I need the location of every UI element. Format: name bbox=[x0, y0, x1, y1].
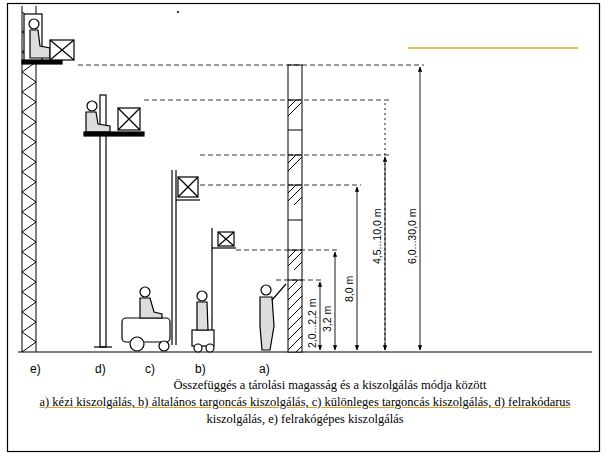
dimension-text: 8,0 m bbox=[343, 276, 355, 302]
figure-label: e) bbox=[30, 362, 41, 376]
crane-mast bbox=[94, 346, 112, 347]
accent-line bbox=[408, 48, 578, 49]
accent-line bbox=[408, 47, 578, 49]
operator-d bbox=[84, 101, 144, 136]
operator-d bbox=[118, 108, 140, 130]
storage-column bbox=[288, 130, 302, 131]
storage-column bbox=[288, 185, 302, 205]
worker-a bbox=[260, 297, 274, 350]
forklift-c bbox=[178, 177, 198, 197]
caption: Összefüggés a tárolási magasság és a kis… bbox=[110, 378, 550, 393]
figure-label: a) bbox=[259, 362, 270, 376]
forklift-c bbox=[178, 177, 198, 197]
forklift-b bbox=[218, 232, 234, 246]
operator-e bbox=[50, 40, 74, 60]
leader-line bbox=[200, 155, 390, 156]
dimension-text: 2,0...2,2 m bbox=[306, 298, 318, 348]
operator-e bbox=[29, 19, 39, 29]
forklift-c bbox=[175, 170, 176, 345]
forklift-c bbox=[140, 287, 150, 297]
frame bbox=[8, 4, 600, 452]
dimension-line bbox=[385, 102, 386, 350]
forklift-b bbox=[197, 302, 208, 330]
figure-label: b) bbox=[195, 362, 206, 376]
ground-line bbox=[18, 351, 592, 352]
forklift-b bbox=[211, 228, 212, 346]
forklift-c bbox=[122, 318, 170, 342]
storage-column bbox=[288, 65, 302, 352]
leader-line bbox=[144, 100, 390, 101]
forklift-c bbox=[159, 341, 169, 351]
dimension-text: 3,2 m bbox=[321, 306, 333, 332]
dimension-line bbox=[320, 282, 321, 350]
dimension-line bbox=[320, 67, 420, 350]
operator-d bbox=[86, 112, 110, 132]
storage-column bbox=[288, 65, 302, 352]
storage-column bbox=[288, 220, 302, 221]
storage-column bbox=[288, 100, 302, 116]
operator-d bbox=[118, 108, 140, 130]
dimension-line bbox=[420, 67, 421, 350]
leader-line bbox=[276, 280, 324, 281]
operator-e bbox=[50, 40, 74, 60]
dimension-line bbox=[357, 187, 358, 350]
forklift-c bbox=[176, 199, 200, 200]
forklift-c bbox=[171, 170, 172, 345]
leader-line bbox=[78, 65, 424, 280]
dot bbox=[177, 11, 179, 13]
leader-line bbox=[200, 185, 361, 186]
worker-a bbox=[272, 284, 286, 300]
figure-label: d) bbox=[95, 362, 106, 376]
forklift-c bbox=[140, 298, 162, 318]
forklift-b bbox=[218, 232, 234, 246]
forklift-c bbox=[122, 170, 200, 351]
operator-e bbox=[22, 14, 74, 64]
operator-e bbox=[50, 40, 74, 60]
leader-line bbox=[78, 65, 424, 66]
worker-a bbox=[261, 285, 271, 295]
operator-e bbox=[30, 30, 50, 58]
frame bbox=[8, 4, 600, 452]
operator-d bbox=[87, 101, 97, 111]
dimension-line bbox=[335, 252, 336, 350]
caption-legend: a) kézi kiszolgálás, b) általános targon… bbox=[14, 394, 596, 428]
forklift-b bbox=[212, 247, 236, 248]
forklift-b bbox=[206, 344, 214, 352]
forklift-b bbox=[194, 344, 202, 352]
forklift-b bbox=[192, 228, 236, 352]
storage-column bbox=[288, 280, 302, 352]
worker-a bbox=[260, 284, 286, 350]
lattice-mast bbox=[22, 6, 23, 352]
forklift-b bbox=[197, 291, 207, 301]
storage-column bbox=[288, 250, 302, 270]
dimension-text: 6,0...30,0 m bbox=[406, 209, 418, 264]
forklift-b bbox=[218, 232, 234, 246]
storage-column bbox=[288, 155, 302, 171]
dot bbox=[177, 11, 179, 13]
leader-line bbox=[236, 250, 339, 251]
forklift-c bbox=[130, 337, 144, 351]
figure-label: c) bbox=[145, 362, 155, 376]
operator-d bbox=[118, 108, 140, 130]
dimension-text: 4,5...10,0 m bbox=[371, 209, 383, 264]
operator-d bbox=[84, 132, 144, 136]
forklift-c bbox=[178, 177, 198, 197]
ground-line bbox=[18, 352, 592, 353]
